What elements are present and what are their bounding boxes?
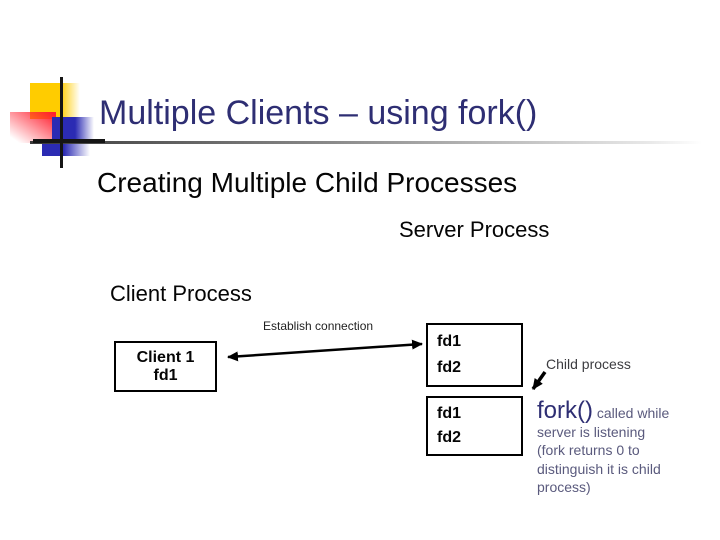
child-process-arrow <box>531 370 547 391</box>
establish-connection-arrow <box>227 339 423 362</box>
fork-note-line2: server is listening <box>537 423 646 440</box>
fd-label: fd2 <box>437 429 461 446</box>
client-1-box-line2: fd1 <box>153 366 178 384</box>
client-process-label: Client Process <box>110 281 252 306</box>
fd-label: fd2 <box>437 358 461 376</box>
fd-label: fd1 <box>437 405 461 422</box>
logo-blue-square-lower-icon <box>42 142 90 156</box>
child-process-label: Child process <box>546 356 631 372</box>
fork-note-line1: called while <box>593 405 670 421</box>
client-1-box-line1: Client 1 <box>136 348 195 366</box>
fork-note-line5: process) <box>537 479 591 495</box>
fd-label: fd1 <box>437 333 461 351</box>
server-process-label: Server Process <box>399 217 550 242</box>
slide-title: Multiple Clients – using fork() <box>99 94 538 132</box>
logo-red-square-icon <box>10 112 56 143</box>
client-1-box: Client 1 fd1 <box>114 341 217 392</box>
establish-connection-label: Establish connection <box>263 319 374 333</box>
logo-blue-square-icon <box>52 117 94 140</box>
fork-note-line3: (fork returns 0 to <box>537 442 640 458</box>
fork-keyword: fork() <box>537 397 593 424</box>
slide-subtitle: Creating Multiple Child Processes <box>97 167 518 198</box>
logo-vertical-line <box>60 77 63 168</box>
server-fd-box-1: fd1 fd2 <box>426 323 523 387</box>
fork-note-line4: distinguish it is child <box>537 460 661 477</box>
fork-note: fork() called while server is listening … <box>537 399 707 497</box>
title-underline <box>30 141 702 144</box>
server-fd-box-2: fd1 fd2 <box>426 396 523 456</box>
logo-horizontal-line <box>33 139 105 143</box>
